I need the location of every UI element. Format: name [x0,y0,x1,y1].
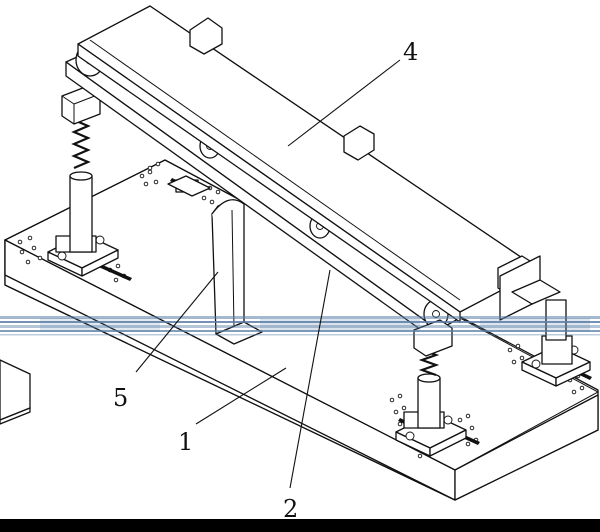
label-1: 1 [178,428,193,456]
label-5: 5 [113,384,128,412]
leg-front-right [395,319,467,457]
leg-front-left [47,85,119,277]
upright-post [211,199,263,345]
left-block [0,359,31,425]
conveyor-belt [77,5,541,323]
post-rear [167,175,211,197]
label-2: 2 [283,495,298,523]
leg-rear-right [511,279,591,387]
artifact-band [0,316,600,336]
bottom-bar [0,519,600,532]
label-4: 4 [403,38,418,66]
callout-lines [135,59,401,489]
